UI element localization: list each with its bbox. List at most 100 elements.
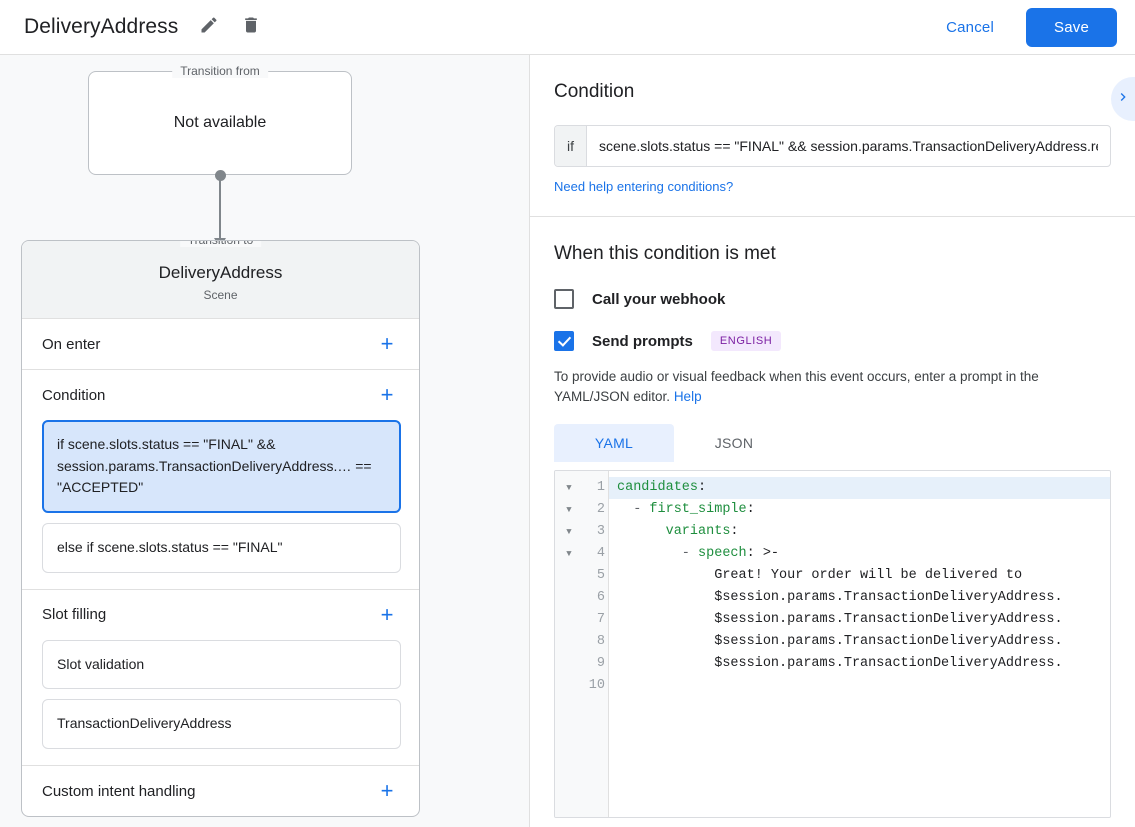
when-met-heading: When this condition is met <box>554 243 776 264</box>
transition-to-subtitle: Scene <box>203 288 238 302</box>
tab-yaml[interactable]: YAML <box>554 424 674 463</box>
left-graph-panel: Transition from Not available Transition… <box>0 55 530 827</box>
page-title: DeliveryAddress <box>24 15 179 38</box>
transition-from-box[interactable]: Transition from Not available <box>88 64 352 175</box>
send-prompts-checkbox[interactable] <box>554 331 574 351</box>
helper-text-body: To provide audio or visual feedback when… <box>554 369 1039 404</box>
line-number: 3 <box>596 524 605 540</box>
fold-gutter-blank <box>555 565 583 587</box>
expand-panel-button[interactable] <box>1111 77 1135 121</box>
transition-from-value: Not available <box>173 114 267 131</box>
cancel-button[interactable]: Cancel <box>930 10 1010 45</box>
fold-toggle-icon[interactable]: ▼ <box>566 549 572 560</box>
fold-gutter-blank <box>555 675 583 697</box>
transition-to-header[interactable]: DeliveryAddress Scene <box>22 241 419 319</box>
when-condition-met-block: When this condition is met Call your web… <box>530 217 1135 819</box>
list-item[interactable]: TransactionDeliveryAddress <box>42 699 401 750</box>
edit-name-button[interactable] <box>192 10 226 44</box>
scene-section: Custom intent handling + <box>22 766 419 816</box>
line-number: 7 <box>596 612 605 628</box>
editor-fold-gutter: ▼ ▼ ▼ ▼ <box>555 471 583 818</box>
fold-toggle-icon[interactable]: ▼ <box>566 505 572 516</box>
condition-block: Condition if Need help entering conditio… <box>530 55 1135 217</box>
right-detail-panel: Condition if Need help entering conditio… <box>530 55 1135 827</box>
condition-input-row[interactable]: if <box>554 125 1111 167</box>
code-line[interactable]: Great! Your order will be delivered to <box>714 568 1023 584</box>
top-app-bar: DeliveryAddress Cancel Save <box>0 0 1135 55</box>
save-button[interactable]: Save <box>1026 7 1117 47</box>
content-split: Transition from Not available Transition… <box>0 55 1135 827</box>
webhook-row[interactable]: Call your webhook <box>554 289 1111 309</box>
line-number: 2 <box>596 502 605 518</box>
condition-if-prefix: if <box>555 126 587 166</box>
language-chip: ENGLISH <box>710 331 782 351</box>
editor-help-link[interactable]: Help <box>673 388 702 404</box>
yaml-code-editor[interactable]: ▼ ▼ ▼ ▼ 1 2 3 4 5 6 7 8 9 10 candidates: - first_sim… <box>554 470 1111 819</box>
section-title: On enter <box>42 335 101 353</box>
transition-to-legend: Transition to <box>179 241 262 247</box>
scene-sections: On enter + Condition + if scene.slots.status… <box>22 319 419 816</box>
connector-line <box>219 175 221 245</box>
editor-code-area[interactable]: candidates: - first_simple: variants: - … <box>609 471 1110 818</box>
condition-help-link[interactable]: Need help entering conditions? <box>554 179 734 194</box>
send-prompts-label: Send prompts <box>592 332 693 350</box>
transition-to-title: DeliveryAddress <box>158 263 283 282</box>
transition-to-card: Transition to DeliveryAddress Scene On e… <box>21 240 420 818</box>
add-item-button[interactable]: + <box>380 601 394 627</box>
section-header: Slot filling + <box>42 590 401 640</box>
add-item-button[interactable]: + <box>380 331 394 356</box>
code-line[interactable]: $session.params.TransactionDeliveryAddre… <box>714 612 1063 628</box>
section-header: Condition + <box>42 370 401 420</box>
trash-icon <box>241 15 261 40</box>
code-line[interactable]: variants: <box>665 524 739 540</box>
fold-gutter-blank <box>555 609 583 631</box>
section-title: Condition <box>42 386 106 404</box>
add-item-button[interactable]: + <box>380 382 394 407</box>
chevron-right-icon <box>1115 89 1131 110</box>
section-body: if scene.slots.status == "FINAL" && sess… <box>42 420 401 589</box>
line-number: 8 <box>596 634 605 650</box>
list-item[interactable]: else if scene.slots.status == "FINAL" <box>42 523 401 573</box>
fold-toggle-icon[interactable]: ▼ <box>566 483 572 494</box>
send-prompts-row[interactable]: Send prompts ENGLISH <box>554 331 1111 351</box>
list-item[interactable]: if scene.slots.status == "FINAL" && sess… <box>42 420 401 514</box>
condition-expression-input[interactable] <box>587 126 1110 166</box>
code-line[interactable]: $session.params.TransactionDeliveryAddre… <box>714 590 1063 606</box>
code-line[interactable]: $session.params.TransactionDeliveryAddre… <box>714 634 1063 650</box>
section-title: Slot filling <box>42 606 107 624</box>
line-number: 10 <box>588 678 605 694</box>
tab-json[interactable]: JSON <box>714 435 754 452</box>
call-webhook-checkbox[interactable] <box>554 289 574 309</box>
code-line[interactable]: - first_simple: <box>617 502 755 518</box>
section-header: Custom intent handling + <box>42 766 401 816</box>
delete-button[interactable] <box>234 10 268 44</box>
scene-section: Condition + if scene.slots.status == "FINA… <box>22 370 419 590</box>
code-line[interactable]: - speech: >- <box>617 546 780 562</box>
editor-format-tabs: YAML JSON <box>554 424 1111 463</box>
condition-heading: Condition <box>554 81 635 102</box>
section-title: Custom intent handling <box>42 782 196 800</box>
line-number: 5 <box>596 568 605 584</box>
connector-dot <box>215 170 226 181</box>
fold-gutter-blank <box>555 631 583 653</box>
scene-section: On enter + <box>22 319 419 370</box>
code-line[interactable] <box>609 675 1110 697</box>
add-item-button[interactable]: + <box>380 778 394 804</box>
line-number: 6 <box>596 590 605 606</box>
fold-gutter-blank <box>555 587 583 609</box>
line-number: 9 <box>596 656 605 672</box>
code-line[interactable]: $session.params.TransactionDeliveryAddre… <box>714 656 1063 672</box>
code-line[interactable]: candidates: <box>609 477 1110 500</box>
editor-helper-text: To provide audio or visual feedback when… <box>554 367 1111 406</box>
line-number: 4 <box>596 546 605 562</box>
line-number: 1 <box>596 480 605 496</box>
list-item[interactable]: Slot validation <box>42 639 401 690</box>
fold-toggle-icon[interactable]: ▼ <box>566 527 572 538</box>
pencil-icon <box>199 15 219 40</box>
transition-from-legend: Transition from <box>172 64 268 78</box>
call-webhook-label: Call your webhook <box>592 290 726 308</box>
fold-gutter-blank <box>555 653 583 675</box>
section-header: On enter + <box>42 319 401 369</box>
